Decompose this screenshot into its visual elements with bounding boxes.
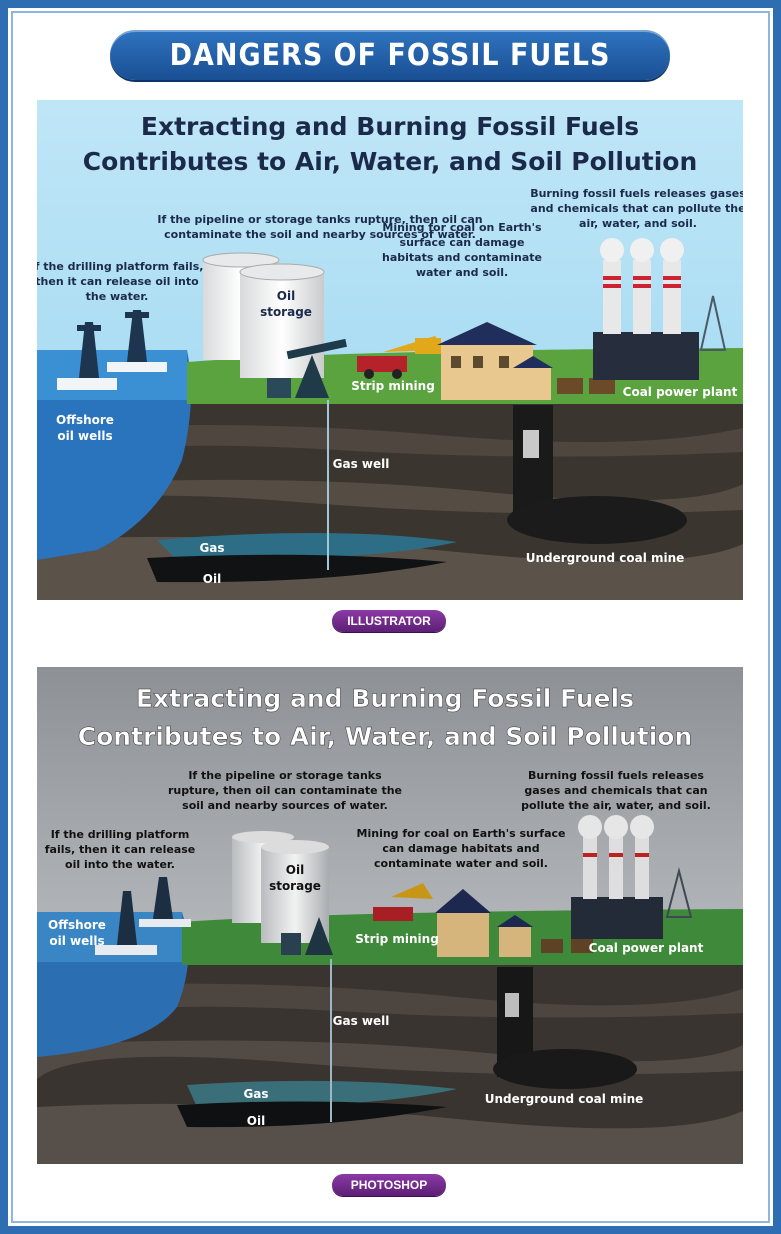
oil-label: Oil — [203, 572, 221, 586]
oil-storage-label: storage — [269, 879, 321, 893]
burning-note-line: Burning fossil fuels releases — [528, 769, 704, 782]
mine-elevator — [523, 430, 539, 458]
drilling-note-line: oil into the water. — [65, 858, 175, 871]
oil-label: Oil — [247, 1114, 265, 1128]
illustrator-badge: ILLUSTRATOR — [332, 610, 446, 632]
offshore-rig — [107, 310, 167, 372]
coal-seam — [507, 496, 687, 544]
page-title: DANGERS OF FOSSIL FUELS — [169, 37, 611, 73]
offshore-rig — [95, 891, 157, 955]
oil-storage-label: Oil — [286, 863, 304, 877]
burning-note-line: and chemicals that can pollute the — [530, 202, 743, 215]
heading-line-1: Extracting and Burning Fossil Fuels — [136, 684, 634, 713]
mining-note-line: can damage habitats and — [382, 842, 539, 855]
house — [435, 889, 491, 957]
mining-note-line: Mining for coal on Earth's surface — [357, 827, 566, 840]
gas-label: Gas — [243, 1087, 268, 1101]
house — [513, 356, 553, 400]
coal-plant-label: Coal power plant — [623, 385, 738, 399]
badge-label: PHOTOSHOP — [350, 1178, 428, 1192]
gas-reservoir — [157, 532, 457, 561]
coal-cart — [571, 939, 593, 953]
coal-cart — [557, 378, 583, 394]
mining-note-line: contaminate water and soil. — [374, 857, 548, 870]
oil-storage-label: Oil — [277, 289, 295, 303]
coal-cart — [589, 378, 615, 394]
gas-well-label: Gas well — [333, 1014, 390, 1028]
strip-mining-label: Strip mining — [351, 379, 435, 393]
offshore-label: Offshore — [48, 918, 106, 932]
strip-mining-label: Strip mining — [355, 932, 439, 946]
drilling-note-line: If the drilling platform fails, — [37, 260, 203, 273]
ocean — [37, 350, 191, 560]
soil-layer — [37, 425, 743, 460]
photoshop-panel: Extracting and Burning Fossil Fuels Cont… — [37, 667, 743, 1164]
mining-note-line: water and soil. — [416, 266, 508, 279]
oil-storage-label: storage — [260, 305, 312, 319]
oil-reservoir — [177, 1101, 447, 1128]
pump-jack — [281, 917, 333, 955]
mine-elevator — [505, 993, 519, 1017]
power-tower — [665, 867, 693, 918]
oil-reservoir — [147, 554, 447, 583]
power-tower — [699, 295, 727, 351]
mining-note-line: surface can damage — [400, 236, 525, 249]
coal-seam — [493, 1049, 637, 1089]
badge-label: ILLUSTRATOR — [347, 614, 431, 628]
mining-note-line: Mining for coal on Earth's — [382, 221, 542, 234]
coal-cart — [541, 939, 563, 953]
ocean-surface — [37, 350, 187, 400]
pipeline-note-line: soil and nearby sources of water. — [182, 799, 388, 812]
drilling-note-line: If the drilling platform — [51, 828, 190, 841]
drilling-note-line: then it can release oil into — [37, 275, 199, 288]
gas-reservoir — [187, 1080, 457, 1108]
pipeline-note-line: If the pipeline or storage tanks rupture… — [157, 213, 482, 226]
offshore-label: oil wells — [49, 934, 104, 948]
offshore-rig — [139, 877, 191, 927]
pipeline-note-line: If the pipeline or storage tanks — [188, 769, 382, 782]
title-banner: DANGERS OF FOSSIL FUELS — [110, 30, 670, 80]
gas-well-label: Gas well — [333, 457, 390, 471]
heading-line-1: Extracting and Burning Fossil Fuels — [141, 112, 639, 141]
photoshop-diagram: Extracting and Burning Fossil Fuels Cont… — [37, 667, 743, 1164]
pipeline-note-line: rupture, then oil can contaminate the — [168, 784, 402, 797]
pipeline-note-line: contaminate the soil and nearby sources … — [164, 228, 476, 241]
house — [497, 915, 533, 957]
illustrator-diagram: Extracting and Burning Fossil Fuels Cont… — [37, 100, 743, 600]
burning-note-line: air, water, and soil. — [579, 217, 697, 230]
offshore-rig — [57, 322, 117, 390]
heading-line-2: Contributes to Air, Water, and Soil Poll… — [83, 147, 698, 176]
underground-label: Underground coal mine — [526, 551, 685, 565]
strip-mining-excavator — [357, 336, 445, 379]
coal-power-plant — [571, 815, 663, 939]
soil-layer — [37, 983, 743, 1021]
gas-label: Gas — [199, 541, 224, 555]
drilling-note-line: fails, then it can release — [45, 843, 196, 856]
heading-line-2: Contributes to Air, Water, and Soil Poll… — [78, 722, 693, 751]
photoshop-badge: PHOTOSHOP — [332, 1174, 446, 1196]
offshore-label: oil wells — [57, 429, 112, 443]
strip-mining-excavator — [373, 883, 433, 921]
burning-note-line: pollute the air, water, and soil. — [521, 799, 711, 812]
drilling-note-line: the water. — [86, 290, 149, 303]
pump-jack — [267, 338, 347, 398]
illustrator-panel: Extracting and Burning Fossil Fuels Cont… — [37, 100, 743, 600]
coal-plant-label: Coal power plant — [589, 941, 704, 955]
burning-note-line: gases and chemicals that can — [524, 784, 707, 797]
offshore-label: Offshore — [56, 413, 114, 427]
mining-note-line: habitats and contaminate — [382, 251, 542, 264]
burning-note-line: Burning fossil fuels releases gases — [530, 187, 743, 200]
coal-power-plant — [593, 238, 699, 380]
underground-label: Underground coal mine — [485, 1092, 644, 1106]
